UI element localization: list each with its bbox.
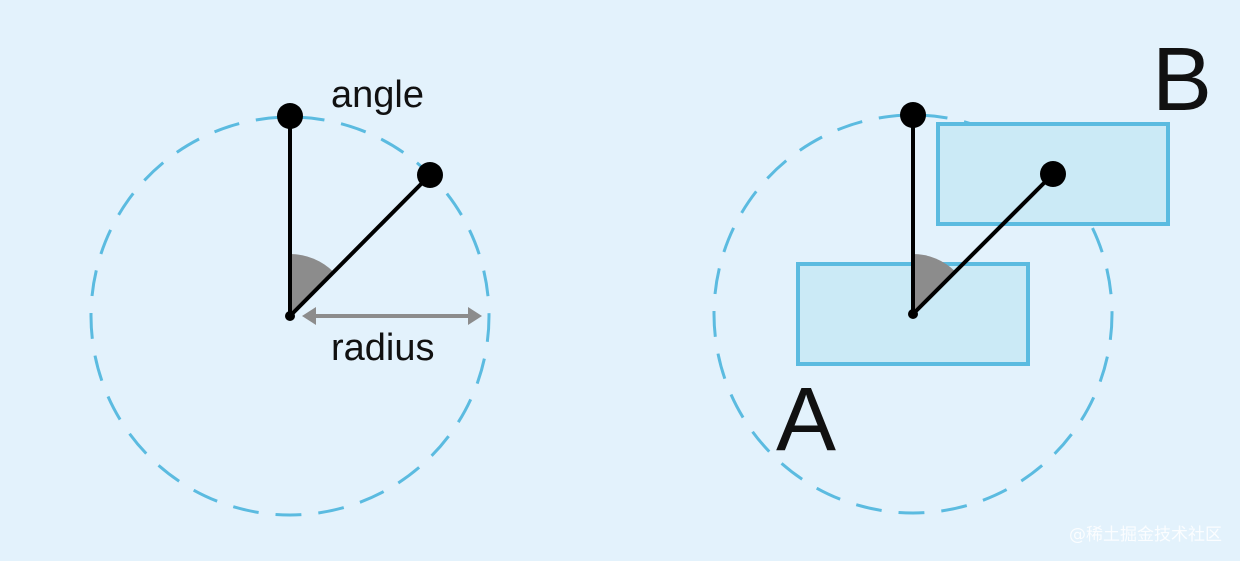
left-diagonal-point bbox=[417, 162, 443, 188]
radius-arrow bbox=[302, 307, 482, 325]
right-figure: A B bbox=[712, 30, 1212, 515]
right-top-point bbox=[900, 102, 926, 128]
left-angle-wedge bbox=[290, 254, 334, 316]
right-diagonal-point bbox=[1040, 161, 1066, 187]
watermark-text: @稀土掘金技术社区 bbox=[1069, 525, 1222, 545]
radius-label: radius bbox=[331, 327, 435, 369]
left-top-point bbox=[277, 103, 303, 129]
right-dashed-circle bbox=[712, 113, 1114, 515]
right-angle-wedge bbox=[913, 254, 956, 314]
left-center-point bbox=[285, 311, 295, 321]
box-a-label: A bbox=[776, 370, 836, 470]
left-figure: angle radius bbox=[89, 74, 491, 517]
right-center-point bbox=[908, 309, 918, 319]
box-b-label: B bbox=[1152, 30, 1212, 130]
right-diagonal-line bbox=[911, 172, 1055, 316]
left-diagonal-line bbox=[288, 173, 432, 318]
left-dashed-circle bbox=[89, 115, 491, 517]
angle-label: angle bbox=[331, 74, 424, 116]
